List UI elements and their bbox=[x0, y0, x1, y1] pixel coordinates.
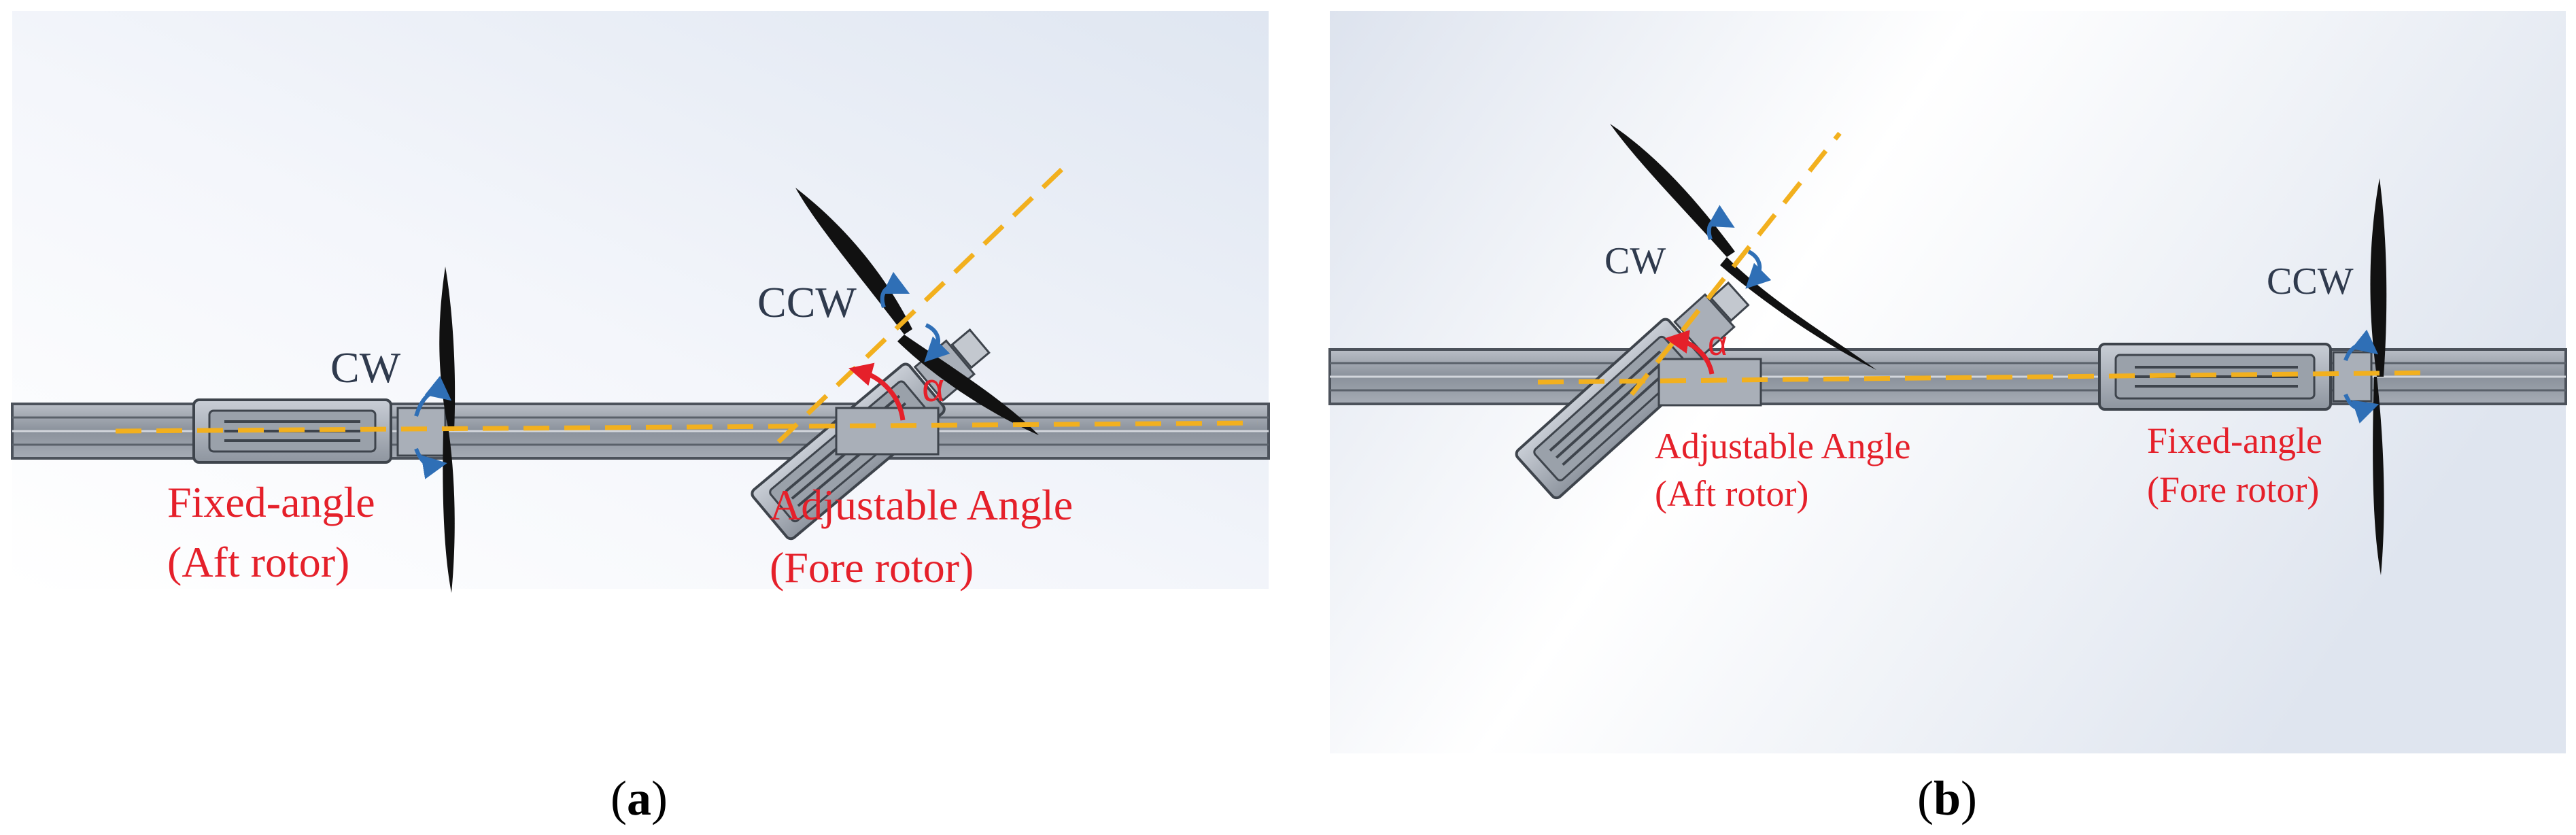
panel-b-adjustable-label-line1: Adjustable Angle bbox=[1655, 426, 1910, 466]
panel-b-fixed-label-line2: (Fore rotor) bbox=[2147, 469, 2319, 510]
panel-b-caption: (b) bbox=[1917, 771, 1978, 825]
panel-b-horizontal-axis bbox=[1537, 370, 2435, 385]
panel-a-fore-rotation-arrow bbox=[880, 271, 910, 309]
panel-a-tilted-axis bbox=[776, 165, 1066, 444]
panel-a-fixed-label-line2: (Aft rotor) bbox=[167, 538, 349, 586]
panel-a-caption: (a) bbox=[611, 771, 668, 825]
panel-a-aft-rotation-arrow bbox=[414, 375, 452, 417]
panel-a-adjustable-label-line2: (Fore rotor) bbox=[770, 543, 974, 592]
panel-a-caption-letter: a bbox=[626, 771, 651, 825]
panel-b-caption-letter: b bbox=[1933, 771, 1961, 825]
panel-a-adjustable-label-line1: Adjustable Angle bbox=[770, 481, 1073, 529]
panel-a-hinge-block bbox=[835, 407, 940, 456]
panel-a-background bbox=[12, 11, 1269, 589]
panel-b-adjustable-label-line2: (Aft rotor) bbox=[1655, 473, 1808, 514]
panel-b-fore-rotation-arrow bbox=[2343, 329, 2379, 362]
panel-b-aft-propeller bbox=[1610, 124, 1876, 370]
panel-b bbox=[1328, 11, 2567, 753]
panel-a-angle-arc bbox=[848, 362, 906, 421]
panel-b-angle-symbol: α bbox=[1708, 324, 1728, 362]
panel-b-fore-propeller bbox=[2370, 178, 2387, 575]
panel-b-fore-rotation-label: CCW bbox=[2267, 260, 2354, 303]
panel-a-horizontal-axis bbox=[115, 420, 1258, 434]
panel-b-fixed-label-line1: Fixed-angle bbox=[2147, 420, 2322, 461]
panel-b-aft-rotation-label: CW bbox=[1604, 240, 1666, 282]
panel-b-aft-rotation-arrow bbox=[1706, 205, 1735, 241]
panel-a-fore-rotation-label: CCW bbox=[757, 278, 857, 326]
panel-a bbox=[11, 11, 1270, 593]
panel-b-angle-arc bbox=[1664, 330, 1715, 375]
panel-a-aft-rotation-label: CW bbox=[330, 343, 401, 392]
panel-a-angle-symbol: α bbox=[922, 366, 945, 410]
panel-a-fixed-label-line1: Fixed-angle bbox=[167, 478, 375, 526]
